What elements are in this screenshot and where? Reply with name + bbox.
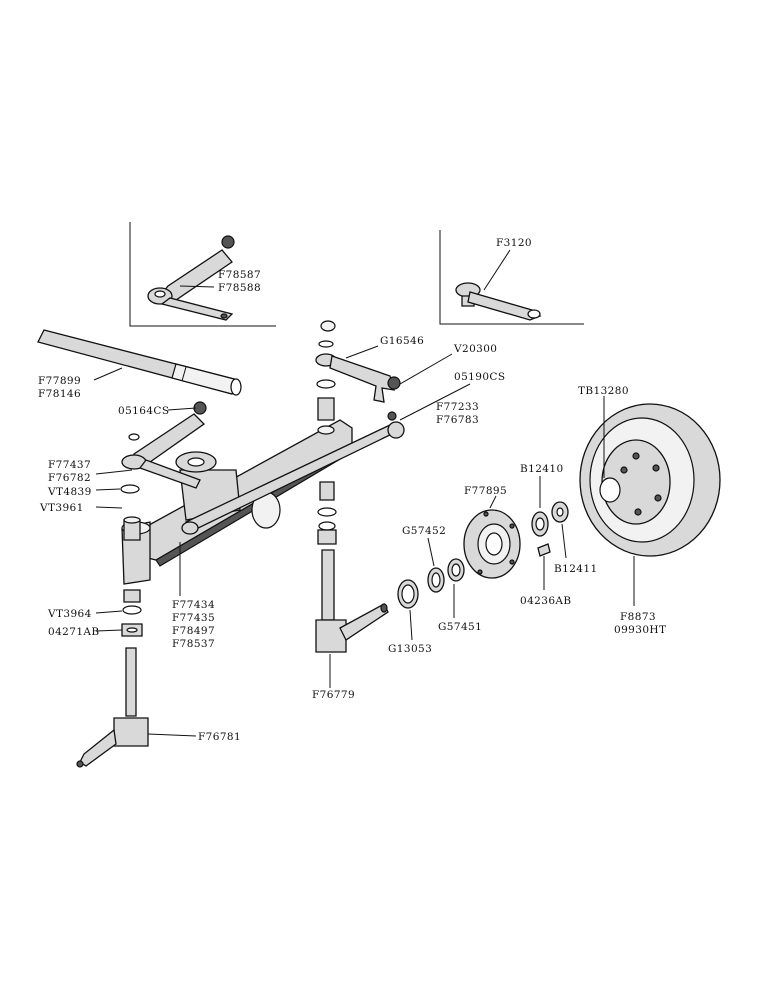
label-g57452: G57452 [402, 525, 446, 537]
label-f77895: F77895 [464, 485, 507, 497]
bearing-cup-outer [397, 579, 419, 609]
inset-steering-arm-left [129, 222, 276, 327]
right-spindle [315, 549, 389, 653]
bearing-cone-outer [427, 567, 445, 593]
label-04236ab: 04236AB [520, 595, 572, 607]
label-05164cs: 05164CS [118, 405, 169, 417]
label-f78587: F78587 [218, 269, 261, 281]
label-09930ht: 09930HT [614, 624, 666, 636]
label-b12410: B12410 [520, 463, 564, 475]
wheel-bolt [537, 543, 551, 557]
label-f77233: F77233 [436, 401, 479, 413]
left-spindle [76, 647, 149, 768]
right-steering-arm [315, 320, 401, 435]
label-f77434: F77434 [172, 599, 215, 611]
right-kingpin-stack [317, 481, 337, 545]
left-kingpin-stack [120, 484, 143, 637]
label-v20300: V20300 [453, 343, 497, 355]
label-g57451: G57451 [438, 621, 482, 633]
label-f76781: F76781 [198, 731, 241, 743]
label-f76783: F76783 [436, 414, 479, 426]
label-f78146: F78146 [38, 388, 81, 400]
tie-rod [181, 411, 405, 535]
label-f8873: F8873 [620, 611, 656, 623]
drag-link-tube [37, 329, 242, 396]
label-04271ab: 04271AB [48, 626, 100, 638]
label-tb13280: TB13280 [578, 385, 629, 397]
bearing-cone-inner [531, 511, 549, 537]
wheel-hub [463, 509, 521, 579]
label-f77435: F77435 [172, 612, 215, 624]
label-f78588: F78588 [218, 282, 261, 294]
leader-lines [93, 249, 635, 737]
label-vt3961: VT3961 [39, 502, 84, 514]
label-f76779: F76779 [312, 689, 355, 701]
label-f78537: F78537 [172, 638, 215, 650]
label-vt4839: VT4839 [47, 486, 92, 498]
wheel-drum [579, 403, 721, 557]
label-f77899: F77899 [38, 375, 81, 387]
label-f3120: F3120 [496, 237, 532, 249]
label-05190cs: 05190CS [454, 371, 505, 383]
label-vt3964: VT3964 [47, 608, 92, 620]
label-f76782: F76782 [48, 472, 91, 484]
label-g13053: G13053 [388, 643, 432, 655]
bearing-cup-inner [447, 558, 465, 582]
label-f77437: F77437 [48, 459, 91, 471]
left-steering-arm [121, 401, 207, 489]
spindle-nut [551, 501, 569, 523]
inset-steering-arm-right [439, 230, 584, 325]
label-b12411: B12411 [554, 563, 598, 575]
label-f78497: F78497 [172, 625, 215, 637]
part-labels: F78587 F78588 F3120 F77899 F78146 G16546… [38, 237, 666, 743]
label-g16546: G16546 [380, 335, 424, 347]
